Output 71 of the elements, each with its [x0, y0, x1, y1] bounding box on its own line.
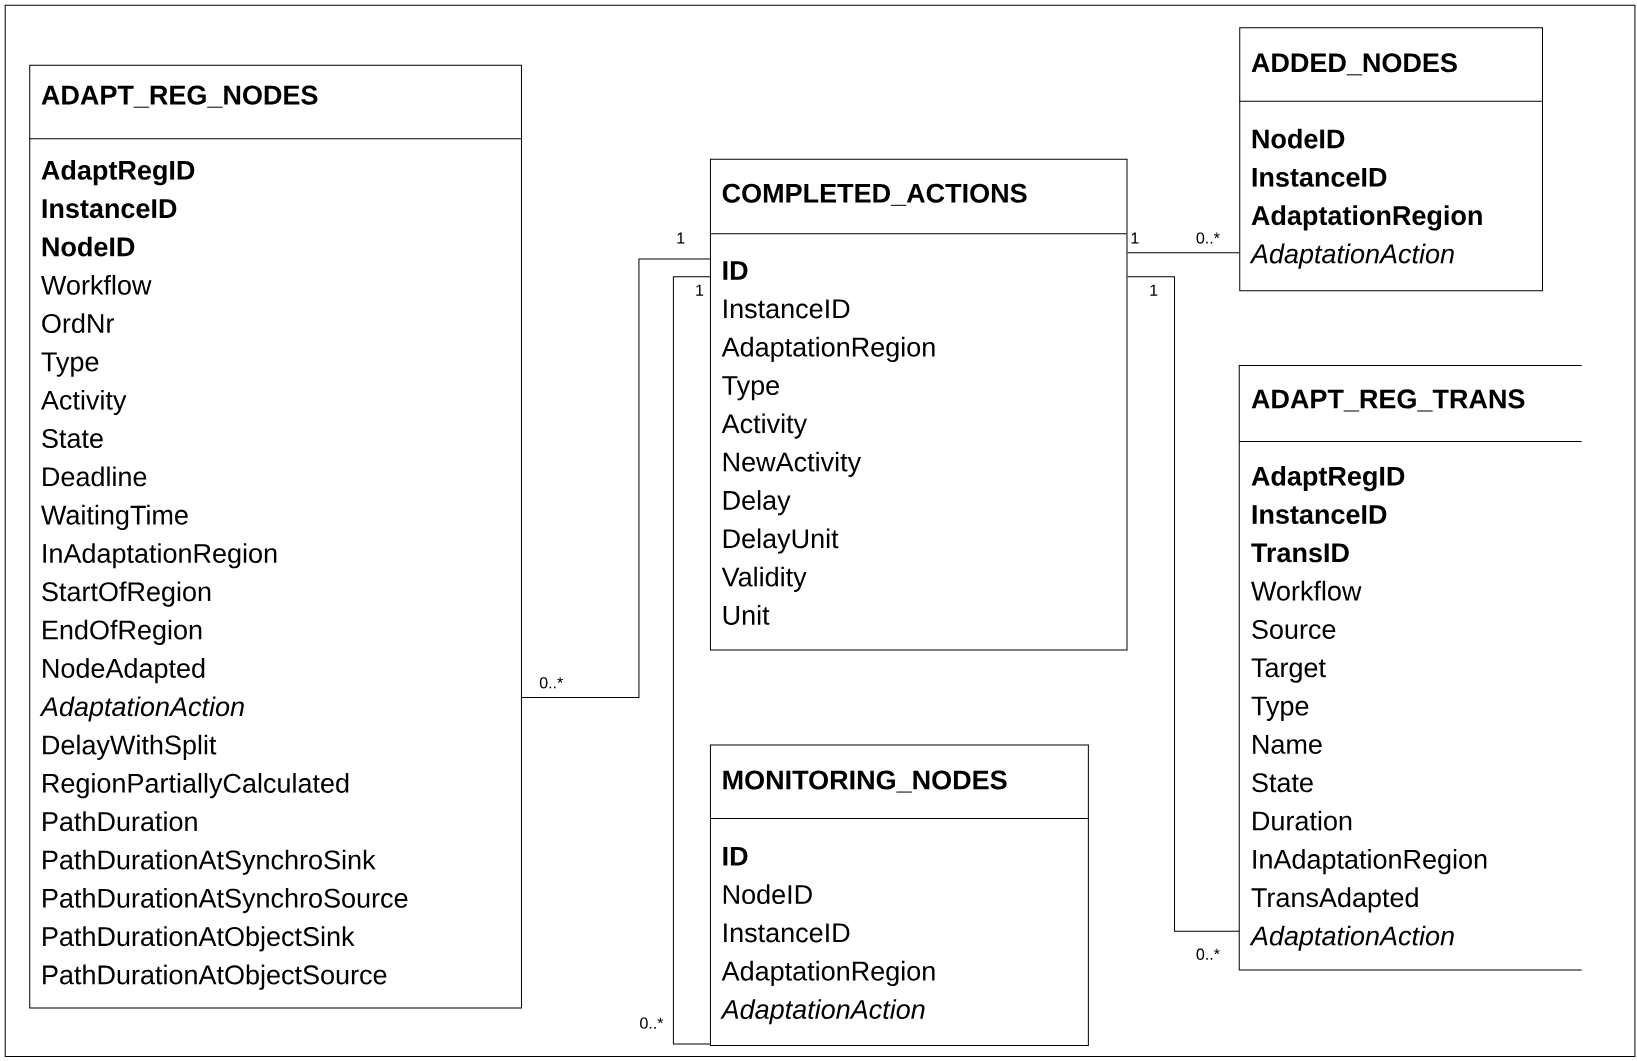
- column-name: PathDuration: [43, 811, 197, 832]
- column-name: AdaptationAction: [1249, 925, 1454, 951]
- column-name: TransID: [1251, 543, 1349, 563]
- column-name: AdaptationAction: [1249, 243, 1454, 269]
- column-name: Deadline: [43, 466, 147, 487]
- column-name: Target: [1251, 658, 1326, 683]
- column-name: InAdaptationRegion: [1253, 849, 1487, 875]
- column-name: NewActivity: [723, 451, 862, 478]
- column-name: Name: [1253, 735, 1322, 755]
- table-title: ADAPT_REG_NODES: [41, 85, 318, 108]
- table-title: MONITORING_NODES: [723, 770, 1007, 793]
- column-name: Duration: [1253, 810, 1352, 831]
- column-name: RegionPartiallyCalculated: [43, 773, 349, 799]
- column-name: AdaptationRegion: [1251, 205, 1482, 231]
- column-name: StartOfRegion: [42, 581, 211, 607]
- multiplicity-label: 1: [677, 232, 685, 244]
- column-name: AdaptationRegion: [721, 337, 935, 363]
- column-name: AdaptationRegion: [721, 961, 935, 987]
- column-name: Workflow: [1251, 581, 1362, 601]
- column-name: InstanceID: [724, 923, 850, 943]
- column-name: OrdNr: [42, 313, 114, 334]
- multiplicity-label: 0..*: [1196, 948, 1220, 961]
- column-name: NodeID: [723, 884, 812, 905]
- multiplicity-label: 1: [696, 284, 704, 296]
- column-name: NodeAdapted: [43, 658, 205, 684]
- multiplicity-label: 1: [1131, 232, 1139, 244]
- column-name: AdaptationAction: [39, 696, 244, 722]
- column-name: Type: [722, 376, 779, 401]
- column-name: Workflow: [41, 275, 152, 295]
- column-name: Type: [41, 352, 99, 377]
- multiplicity-label: 1: [1150, 284, 1158, 296]
- column-name: Unit: [723, 605, 770, 626]
- column-name: WaitingTime: [41, 505, 188, 531]
- column-name: AdaptRegID: [41, 160, 195, 186]
- multiplicity-label: 0..*: [640, 1017, 664, 1029]
- column-name: Validity: [721, 566, 807, 593]
- column-name: Delay: [723, 490, 791, 516]
- column-name: NodeID: [1252, 128, 1345, 149]
- column-name: InstanceID: [1252, 505, 1387, 525]
- column-name: Source: [1252, 620, 1336, 640]
- column-name: TransAdapted: [1251, 887, 1418, 913]
- connector-line: [1127, 276, 1240, 932]
- column-name: PathDurationAtObjectSink: [43, 926, 355, 952]
- column-name: NodeID: [42, 236, 135, 257]
- multiplicity-label: 0..*: [1196, 232, 1220, 244]
- column-name: ID: [723, 847, 748, 866]
- column-name: State: [42, 429, 103, 449]
- column-name: PathDurationAtObjectSource: [43, 964, 387, 990]
- column-name: State: [1252, 773, 1313, 793]
- column-name: EndOfRegion: [43, 619, 202, 646]
- column-name: Activity: [721, 413, 808, 439]
- column-name: DelayWithSplit: [43, 734, 217, 761]
- connector-line: [1127, 252, 1240, 254]
- connector-line: [672, 276, 711, 1045]
- multiplicity-label: 0..*: [539, 677, 563, 689]
- table-title: ADDED_NODES: [1251, 53, 1457, 76]
- column-name: ID: [723, 261, 748, 280]
- column-name: InstanceID: [42, 199, 177, 219]
- column-name: PathDurationAtSynchroSource: [43, 888, 408, 914]
- column-name: Type: [1251, 696, 1309, 722]
- table-title: ADAPT_REG_TRANS: [1251, 389, 1525, 412]
- column-name: AdaptationAction: [720, 999, 925, 1025]
- column-name: DelayUnit: [723, 528, 839, 554]
- connector-line: [521, 258, 711, 699]
- column-name: PathDurationAtSynchroSink: [43, 849, 376, 875]
- column-name: InstanceID: [724, 299, 850, 319]
- column-name: Activity: [40, 390, 127, 416]
- column-name: InstanceID: [1252, 168, 1387, 187]
- table-title: COMPLETED_ACTIONS: [722, 183, 1027, 206]
- column-name: InAdaptationRegion: [43, 543, 277, 569]
- column-name: AdaptRegID: [1251, 466, 1405, 492]
